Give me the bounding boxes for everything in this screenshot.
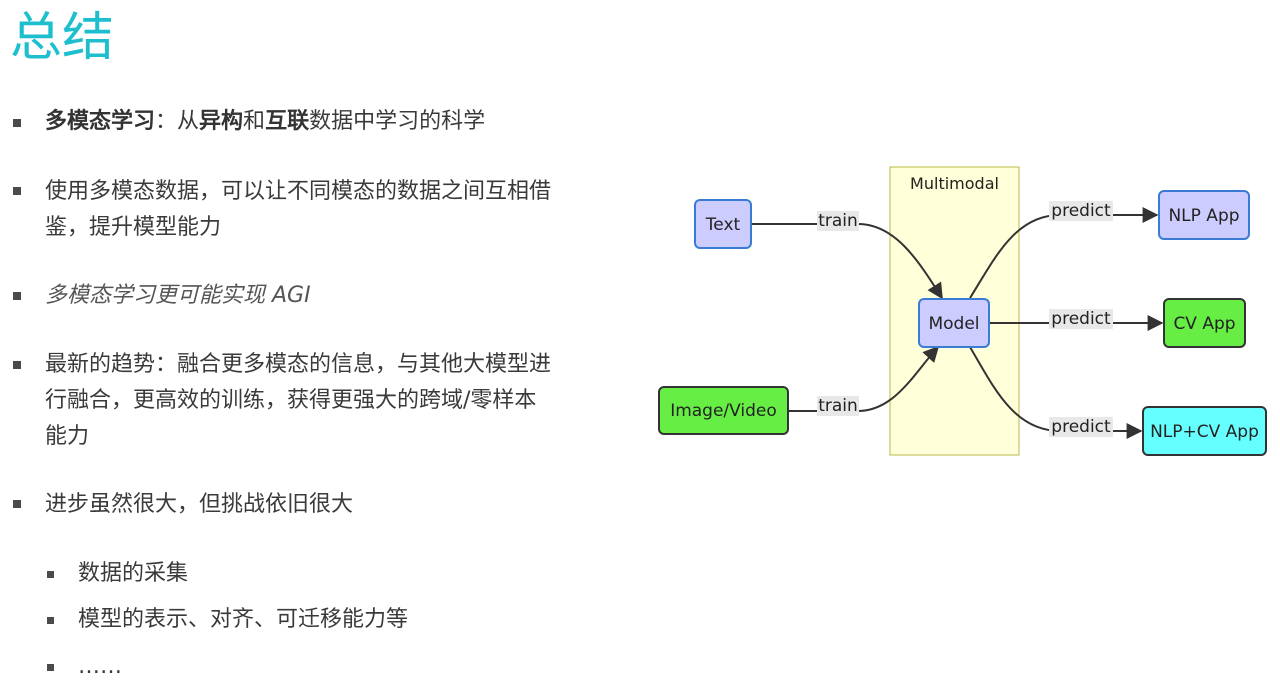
bullet-marker bbox=[13, 187, 21, 195]
node-text: Text bbox=[694, 199, 752, 249]
node-label-cv-app: CV App bbox=[1173, 314, 1235, 334]
sub-bullet-item: 数据的采集 bbox=[78, 556, 678, 592]
bullet-text: 进步虽然很大，但挑战依旧很大 bbox=[45, 492, 354, 517]
bullet-line: 能力 bbox=[45, 424, 90, 449]
node-box bbox=[1158, 190, 1250, 240]
bullet-item-definition: 多模态学习：从异构和互联数据中学习的科学 bbox=[45, 104, 645, 140]
bullet-item-benefit: 使用多模态数据，可以让不同模态的数据之间互相借 鉴，提升模型能力 bbox=[45, 174, 645, 246]
bullet-line: 使用多模态数据，可以让不同模态的数据之间互相借 bbox=[45, 179, 552, 204]
sub-bullet-item: 模型的表示、对齐、可迁移能力等 bbox=[78, 602, 678, 638]
bullet-strong-interconnected: 互联 bbox=[265, 109, 310, 134]
node-box bbox=[1142, 406, 1267, 456]
edge-label-predict-nlpcv: predict bbox=[1051, 417, 1111, 437]
bullet-line: 行融合，更高效的训练，获得更强大的跨域/零样本 bbox=[45, 388, 537, 413]
sub-bullet-marker bbox=[47, 617, 54, 624]
page-title: 总结 bbox=[10, 8, 115, 68]
bullet-text: ：从 bbox=[155, 109, 200, 134]
node-label-model: Model bbox=[928, 314, 979, 334]
edge-text-model bbox=[751, 223, 943, 300]
sub-bullet-item: …… bbox=[78, 649, 678, 685]
cluster-label: Multimodal bbox=[910, 174, 999, 193]
edge-label-bg bbox=[1049, 417, 1113, 437]
bullet-marker bbox=[13, 361, 21, 369]
node-label-nlp-app: NLP App bbox=[1168, 206, 1239, 226]
node-nlp-cv-app: NLP+CV App bbox=[1142, 406, 1267, 456]
edge-label-bg bbox=[1049, 201, 1113, 221]
edge-label-bg bbox=[817, 211, 859, 231]
sub-bullet-marker bbox=[47, 571, 54, 578]
node-box bbox=[658, 386, 789, 435]
node-nlp-app: NLP App bbox=[1158, 190, 1250, 240]
sub-bullet-text: 模型的表示、对齐、可迁移能力等 bbox=[78, 607, 409, 632]
bullet-marker bbox=[13, 119, 21, 127]
bullet-text: 和 bbox=[243, 109, 266, 134]
bullet-line: 鉴，提升模型能力 bbox=[45, 215, 222, 240]
edge-label-train-image: train bbox=[818, 396, 858, 416]
node-box bbox=[694, 199, 752, 249]
bullet-item-challenge: 进步虽然很大，但挑战依旧很大 bbox=[45, 487, 645, 523]
bullet-strong-multimodal: 多模态学习 bbox=[45, 109, 156, 134]
bullet-list: 多模态学习：从异构和互联数据中学习的科学 使用多模态数据，可以让不同模态的数据之… bbox=[13, 104, 645, 679]
node-cv-app: CV App bbox=[1163, 298, 1246, 348]
sub-bullet-marker bbox=[47, 664, 54, 671]
edge-label-bg bbox=[817, 396, 859, 416]
bullet-marker bbox=[13, 292, 21, 300]
bullet-item-trend: 最新的趋势：融合更多模态的信息，与其他大模型进 行融合，更高效的训练，获得更强大… bbox=[45, 347, 645, 455]
node-box bbox=[918, 298, 990, 348]
bullet-line: 最新的趋势：融合更多模态的信息，与其他大模型进 bbox=[45, 352, 552, 377]
bullet-italic-text: 多模态学习更可能实现 AGI bbox=[45, 283, 311, 308]
bullet-strong-heterogeneous: 异构 bbox=[199, 109, 244, 134]
edge-image-model bbox=[788, 345, 940, 412]
sub-bullet-text: 数据的采集 bbox=[78, 561, 189, 586]
node-image-video: Image/Video bbox=[658, 386, 789, 435]
bullet-marker bbox=[13, 500, 21, 508]
sub-bullet-text: …… bbox=[78, 654, 122, 679]
bullet-text: 数据中学习的科学 bbox=[309, 109, 486, 134]
node-label-image-video: Image/Video bbox=[670, 401, 777, 421]
node-model: Model bbox=[918, 298, 990, 348]
node-box bbox=[1163, 298, 1246, 348]
edge-label-predict-nlp: predict bbox=[1051, 201, 1111, 221]
edge-labels: train train predict predict predict bbox=[817, 201, 1113, 437]
node-label-nlp-cv-app: NLP+CV App bbox=[1150, 422, 1259, 442]
node-label-text: Text bbox=[705, 215, 741, 235]
edge-label-predict-cv: predict bbox=[1051, 309, 1111, 329]
edge-label-train-text: train bbox=[818, 211, 858, 231]
edge-label-bg bbox=[1049, 309, 1113, 329]
bullet-item-agi: 多模态学习更可能实现 AGI bbox=[45, 278, 645, 314]
